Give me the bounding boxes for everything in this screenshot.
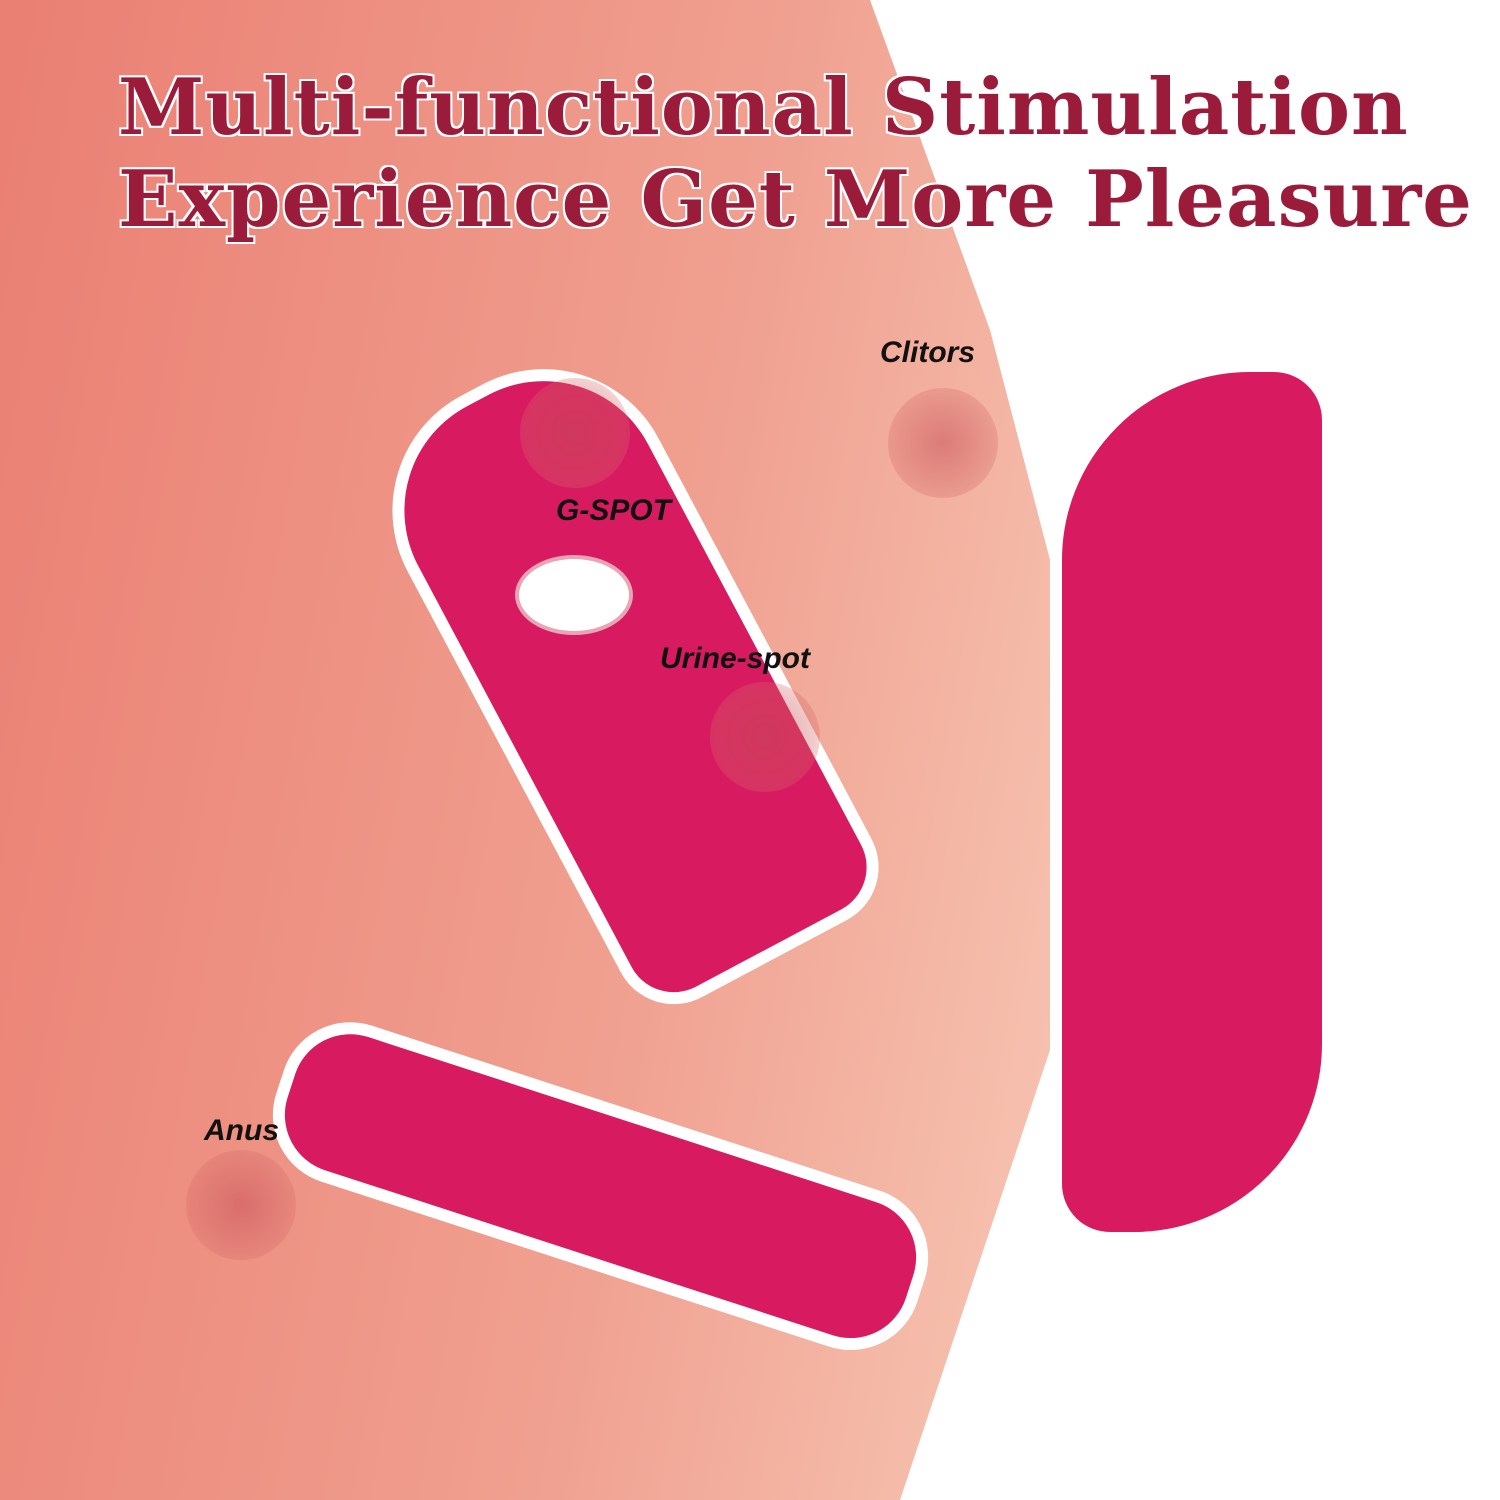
headline: Multi-functional Stimulation Experience … [118, 62, 1478, 246]
product-external-arm [1050, 360, 1334, 1244]
label-urine: Urine-spot [660, 642, 810, 675]
marker-clitoris [888, 388, 998, 498]
label-anus: Anus [204, 1114, 279, 1147]
marker-urine [710, 682, 820, 792]
marker-upper [520, 378, 630, 488]
marker-anus [186, 1150, 296, 1260]
label-clitoris: Clitors [880, 336, 976, 369]
headline-line-1: Multi-functional Stimulation [118, 62, 1409, 153]
headline-line-2: Experience Get More Pleasure [118, 154, 1473, 245]
label-gspot: G-SPOT [556, 494, 672, 527]
marker-gspot [515, 555, 633, 635]
